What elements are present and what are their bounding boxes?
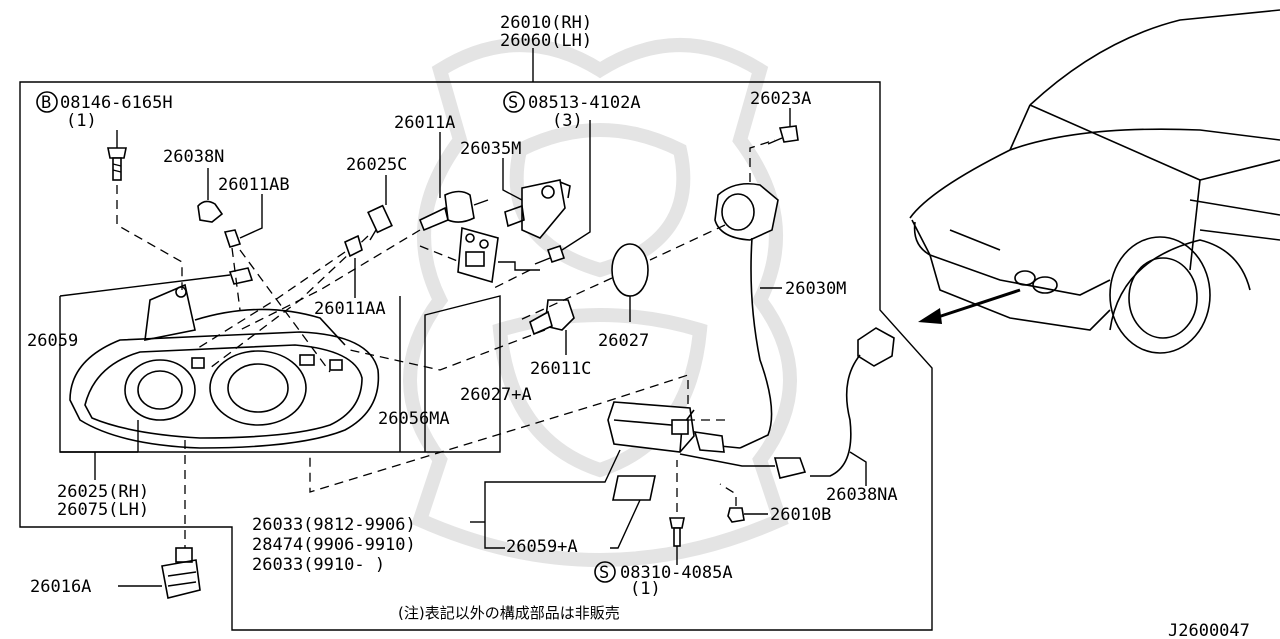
bulb-26011ab (223, 229, 242, 248)
cap-26027 (611, 243, 649, 297)
figure-id: J2600047 (1168, 621, 1250, 639)
pointer-arrow-shaft (934, 288, 1021, 320)
clip-26016a (161, 547, 201, 599)
label-26035m: 26035M (460, 139, 521, 159)
bulb-26011a (418, 190, 489, 232)
screw-symbol-s2: S (599, 563, 609, 583)
harness-26038na (693, 327, 895, 479)
label-26033b: 26033(9910- ) (252, 555, 385, 575)
actuator-26056ma (457, 226, 499, 284)
label-26011c: 26011C (530, 359, 591, 379)
ballast-26033 (607, 401, 695, 453)
bolt-symbol-b: B (41, 93, 51, 113)
label-26010b: 26010B (770, 505, 831, 525)
headlamp-housing (69, 283, 380, 449)
label-26016a: 26016A (30, 577, 91, 597)
screw-symbol-circle-1 (503, 91, 525, 113)
nut-26010b (727, 507, 745, 523)
label-26059: 26059 (27, 331, 78, 351)
note-not-sold: (注)表記以外の構成部品は非販売 (398, 604, 620, 622)
label-26011aa: 26011AA (314, 299, 386, 319)
pointer-arrow-head (918, 308, 942, 324)
label-26025c: 26025C (346, 155, 407, 175)
bolt-symbol-circle (36, 91, 58, 113)
bulb-26011c (529, 299, 575, 336)
assembly-frame (19, 81, 933, 631)
label-26038na: 26038NA (826, 485, 898, 505)
socket-26035m (504, 179, 571, 239)
label-26075lh: 26075(LH) (57, 500, 149, 520)
clip-26038n (197, 200, 224, 223)
label-main-lh: 26060(LH) (500, 31, 592, 51)
watermark-emblem (403, 38, 797, 567)
bolt-08146 (107, 147, 127, 181)
label-screw-08310-qty: (1) (630, 579, 661, 599)
screw-symbol-s1: S (508, 93, 518, 113)
bulb-26025c (367, 204, 393, 241)
label-26027a: 26027+A (460, 385, 532, 405)
label-26059a: 26059+A (506, 537, 578, 557)
cover-26030m (714, 182, 779, 241)
screw-symbol-circle-2 (594, 561, 616, 583)
screw-08513 (534, 244, 566, 265)
screw-08310 (669, 517, 685, 547)
label-26056ma: 26056MA (378, 409, 450, 429)
label-26011ab: 26011AB (218, 175, 290, 195)
vehicle-illustration (909, 9, 1280, 354)
plate-26059a (612, 475, 656, 501)
label-26027: 26027 (598, 331, 649, 351)
label-bolt-08146-qty: (1) (66, 111, 97, 131)
screw-26023a (767, 125, 799, 145)
label-screw-08513-qty: (3) (552, 111, 583, 131)
label-main-rh: 26010(RH) (500, 13, 592, 33)
label-26011a: 26011A (394, 113, 455, 133)
label-screw-08310: 08310-4085A (620, 563, 733, 583)
label-26030m: 26030M (785, 279, 846, 299)
label-screw-08513: 08513-4102A (528, 93, 641, 113)
label-26038n: 26038N (163, 147, 224, 167)
label-bolt-08146: 08146-6165H (60, 93, 173, 113)
label-26023a: 26023A (750, 89, 811, 109)
label-28474: 28474(9906-9910) (252, 535, 416, 555)
label-26059-tag (228, 267, 254, 285)
label-26025rh: 26025(RH) (57, 482, 149, 502)
label-26033a: 26033(9812-9906) (252, 515, 416, 535)
bulb-26011aa (344, 234, 363, 258)
